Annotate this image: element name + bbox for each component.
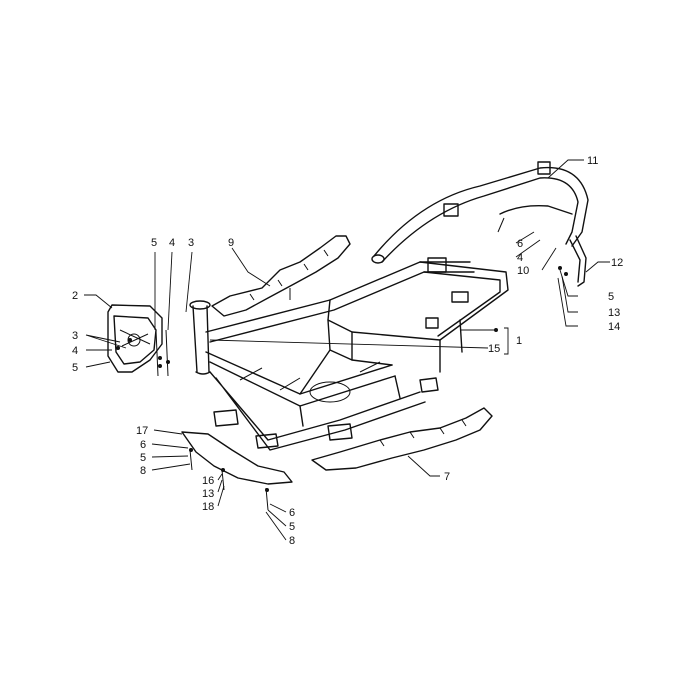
callout-5: 5: [289, 521, 295, 533]
callout-2: 2: [72, 290, 78, 302]
leader-lines: [84, 159, 610, 541]
footrest-left: [211, 235, 351, 317]
callout-5: 5: [72, 362, 78, 374]
frame: [189, 257, 509, 451]
callout-8: 8: [140, 465, 146, 477]
callout-13: 13: [608, 307, 620, 319]
callout-5: 5: [608, 291, 614, 303]
callout-5: 5: [140, 452, 146, 464]
callout-7: 7: [444, 471, 450, 483]
callout-14: 14: [608, 321, 620, 333]
callout-3: 3: [188, 237, 194, 249]
callout-6: 6: [517, 238, 523, 250]
callout-4: 4: [72, 345, 78, 357]
callout-5: 5: [151, 237, 157, 249]
callout-3: 3: [72, 330, 78, 342]
callout-8: 8: [289, 535, 295, 547]
callout-4: 4: [169, 237, 175, 249]
rear-cross-bracket: [569, 235, 587, 287]
callout-9: 9: [228, 237, 234, 249]
callout-16: 16: [202, 475, 214, 487]
callout-6: 6: [289, 507, 295, 519]
callout-4: 4: [517, 252, 523, 264]
callout-6: 6: [140, 439, 146, 451]
callout-15: 15: [488, 343, 500, 355]
callout-1: 1: [516, 335, 522, 347]
hardware: [116, 266, 568, 511]
callout-17: 17: [136, 425, 148, 437]
footrest-right: [311, 407, 493, 471]
callout-10: 10: [517, 265, 529, 277]
under-plate: [181, 431, 293, 485]
callout-11: 11: [587, 155, 598, 167]
rear-grab-rail: [371, 161, 589, 264]
callout-18: 18: [202, 501, 214, 513]
callout-labels: 11 9 5 4 3 2 3 4 5 6 4 10 12 5 13 14 1 1…: [72, 155, 623, 547]
leg-shield-bracket: [107, 304, 163, 373]
callout-13: 13: [202, 488, 214, 500]
callout-12: 12: [611, 257, 623, 269]
